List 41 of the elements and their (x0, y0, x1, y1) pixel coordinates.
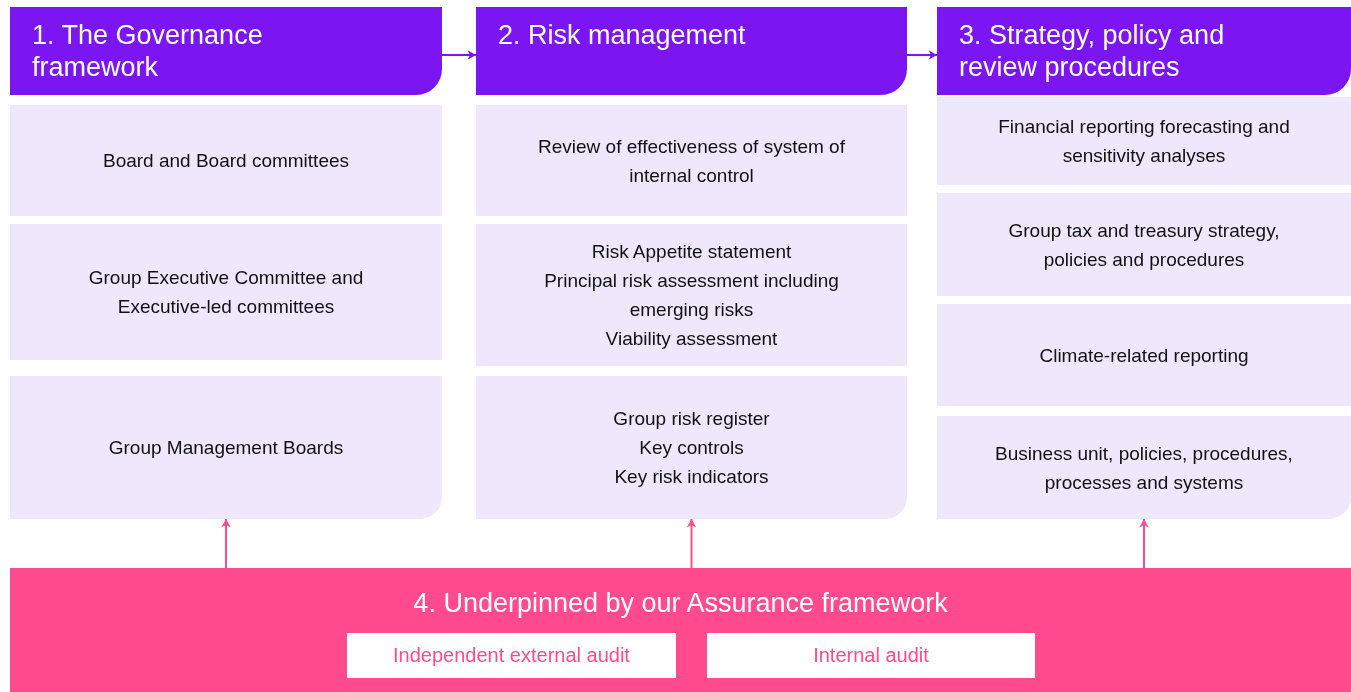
item-box (10, 224, 442, 360)
item-text: Viability assessment (605, 327, 778, 351)
heading-text: 2. Risk management (498, 19, 746, 51)
item-box (476, 105, 907, 216)
item-text: Risk Appetite statement (591, 240, 792, 264)
heading-text: 4. Underpinned by our Assurance framework (413, 588, 948, 619)
item-text: Business unit, policies, procedures, processes and systems (994, 441, 1294, 495)
arrow (686, 518, 697, 569)
arrow (1139, 518, 1149, 569)
heading-text: 3. Strategy, policy and review procedures (959, 19, 1226, 83)
item-text: Financial reporting forecasting and sensitivity analyses (997, 115, 1291, 168)
audit-box (347, 633, 676, 678)
item-box (937, 416, 1351, 519)
item-text: Internal audit (813, 644, 929, 667)
section-header (476, 7, 907, 95)
item-box (937, 97, 1351, 185)
item-text: Board and Board committees (102, 149, 350, 173)
assurance-band (10, 568, 1351, 692)
arrow (221, 518, 231, 569)
arrow (441, 50, 477, 60)
item-text: Climate-related reporting (1039, 343, 1249, 368)
item-box (10, 105, 442, 216)
item-box (937, 193, 1351, 296)
section-header (937, 7, 1351, 95)
item-box (10, 376, 442, 519)
item-text: Key controls (639, 436, 744, 460)
audit-box (707, 633, 1035, 678)
arrow (906, 50, 938, 60)
item-box (476, 224, 907, 366)
item-box (476, 376, 907, 519)
item-box (937, 304, 1351, 406)
item-text: Group tax and treasury strategy, policies and procedures (1007, 218, 1281, 272)
heading-text: 1. The Governance framework (32, 19, 264, 83)
item-text: Group Management Boards (108, 436, 344, 460)
section-header (10, 7, 442, 95)
item-text: Principal risk assessment including emerging risks (543, 269, 840, 322)
item-text: Group risk register (613, 407, 770, 431)
item-text: Review of effectiveness of system of internal control (537, 134, 846, 188)
item-text: Key risk indicators (614, 465, 769, 489)
item-text: Group Executive Committee and Executive-led committees (87, 266, 365, 319)
item-text: Independent external audit (393, 644, 630, 667)
